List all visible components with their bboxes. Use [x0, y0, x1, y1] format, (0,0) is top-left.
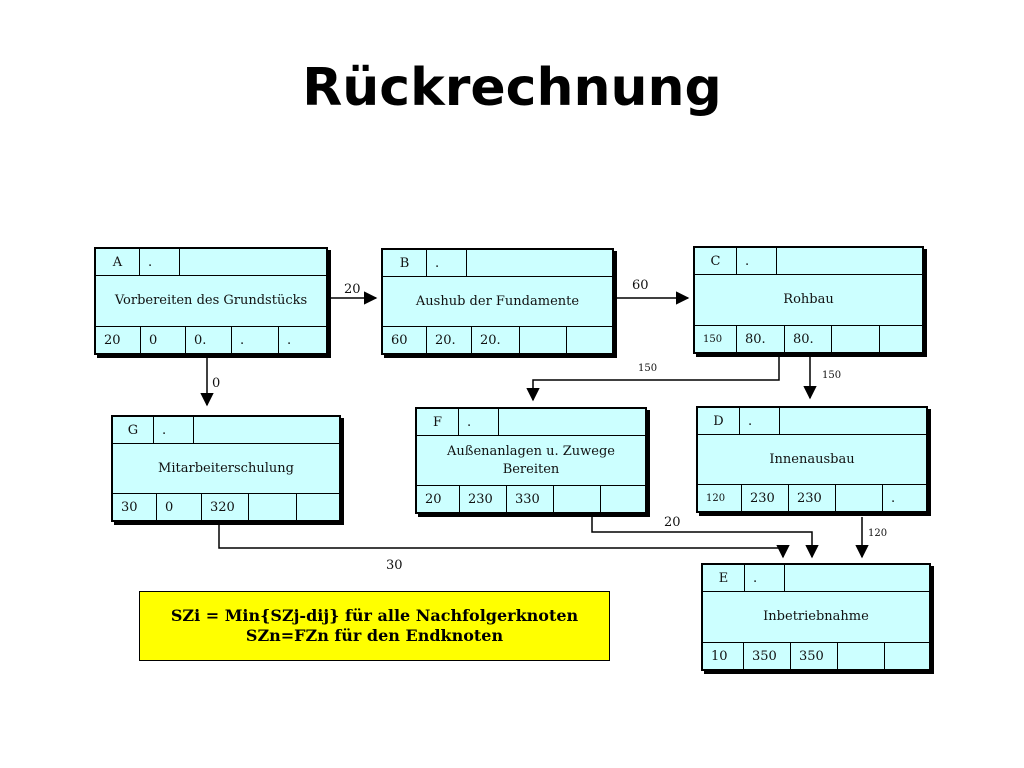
node-value: 0. [186, 327, 232, 353]
edge-label-d-e: 120 [868, 528, 888, 539]
node-value: 20. [427, 327, 472, 353]
formula-line-2: SZn=FZn für den Endknoten [245, 626, 504, 645]
node-name: Vorbereiten des Grundstücks [114, 293, 308, 308]
node-marker: . [427, 250, 467, 276]
node-value [832, 326, 880, 352]
node-value: 20. [472, 327, 520, 353]
node-duration: 60 [383, 327, 427, 353]
node-value: 330 [507, 486, 554, 512]
edge-label-g-e: 30 [386, 558, 403, 573]
edge-label-c-d: 150 [822, 370, 842, 381]
node-marker: . [740, 408, 780, 434]
node-value: 80. [737, 326, 785, 352]
node-value: 80. [785, 326, 832, 352]
node-id: E [703, 565, 745, 591]
node-name: Mitarbeiterschulung [158, 460, 294, 476]
edge-label-c-f: 150 [638, 363, 658, 374]
node-value: 230 [460, 486, 507, 512]
node-id: C [695, 248, 737, 274]
node-marker: . [737, 248, 777, 274]
node-value: 350 [791, 643, 838, 669]
node-duration: 20 [417, 486, 460, 512]
node-value: . [287, 332, 292, 348]
arrow-c-f [526, 356, 780, 402]
node-name: Aushub der Fundamente [415, 293, 580, 309]
node-e: E . Inbetriebnahme 10 350 350 [701, 563, 931, 671]
edge-label-a-b: 20 [344, 282, 361, 297]
node-value: 350 [744, 643, 791, 669]
node-value: . [232, 327, 279, 353]
node-duration: 20 [96, 327, 141, 353]
node-value: 230 [742, 485, 789, 511]
node-f: F . Außenanlagen u. Zuwege Bereiten 20 2… [415, 407, 647, 514]
node-id: B [383, 250, 427, 276]
node-value: 230 [789, 485, 836, 511]
edge-label-b-c: 60 [632, 278, 649, 293]
formula-line-1: SZi = Min{SZj-dij} für alle Nachfolgerkn… [170, 606, 579, 625]
node-c: C . Rohbau 150 80. 80. [693, 246, 924, 354]
node-value [297, 494, 339, 520]
node-value [249, 494, 297, 520]
node-id: G [113, 417, 154, 443]
node-id: A [96, 249, 140, 275]
node-marker: . [745, 565, 785, 591]
node-name: Inbetriebnahme [763, 609, 869, 624]
node-value: 0 [157, 494, 202, 520]
edge-label-f-e: 20 [664, 515, 681, 530]
node-g: G . Mitarbeiterschulung 30 0 320 [111, 415, 341, 522]
arrow-g-e [218, 525, 790, 559]
node-value [520, 327, 567, 353]
node-id: F [417, 409, 459, 435]
node-id: D [698, 408, 740, 434]
edge-label-a-g: 0 [212, 376, 221, 391]
node-a: A . Vorbereiten des Grundstücks 20 0 0. … [94, 247, 328, 355]
node-value: 320 [202, 494, 249, 520]
formula-box: SZi = Min{SZj-dij} für alle Nachfolgerkn… [139, 591, 610, 661]
page-title: Rückrechnung [302, 58, 722, 118]
arrow-f-e [591, 517, 819, 559]
node-duration: 30 [113, 494, 157, 520]
node-name: Außenanlagen u. Zuwege Bereiten [447, 443, 615, 477]
node-value [567, 327, 612, 353]
node-marker: . [154, 417, 194, 443]
node-duration: 150 [695, 326, 737, 352]
node-value [880, 326, 922, 352]
node-name: Rohbau [783, 292, 834, 307]
node-value [601, 486, 645, 512]
node-d: D . Innenausbau 120 230 230 . [696, 406, 928, 513]
node-value: . [891, 490, 896, 506]
node-b: B . Aushub der Fundamente 60 20. 20. [381, 248, 614, 355]
node-duration: 10 [703, 643, 744, 669]
node-value [838, 643, 885, 669]
node-marker: . [140, 249, 180, 275]
node-value [554, 486, 601, 512]
node-duration: 120 [698, 485, 742, 511]
node-value [885, 643, 929, 669]
node-name: Innenausbau [769, 451, 855, 467]
node-value [836, 485, 883, 511]
node-marker: . [459, 409, 499, 435]
node-value: 0 [141, 327, 186, 353]
